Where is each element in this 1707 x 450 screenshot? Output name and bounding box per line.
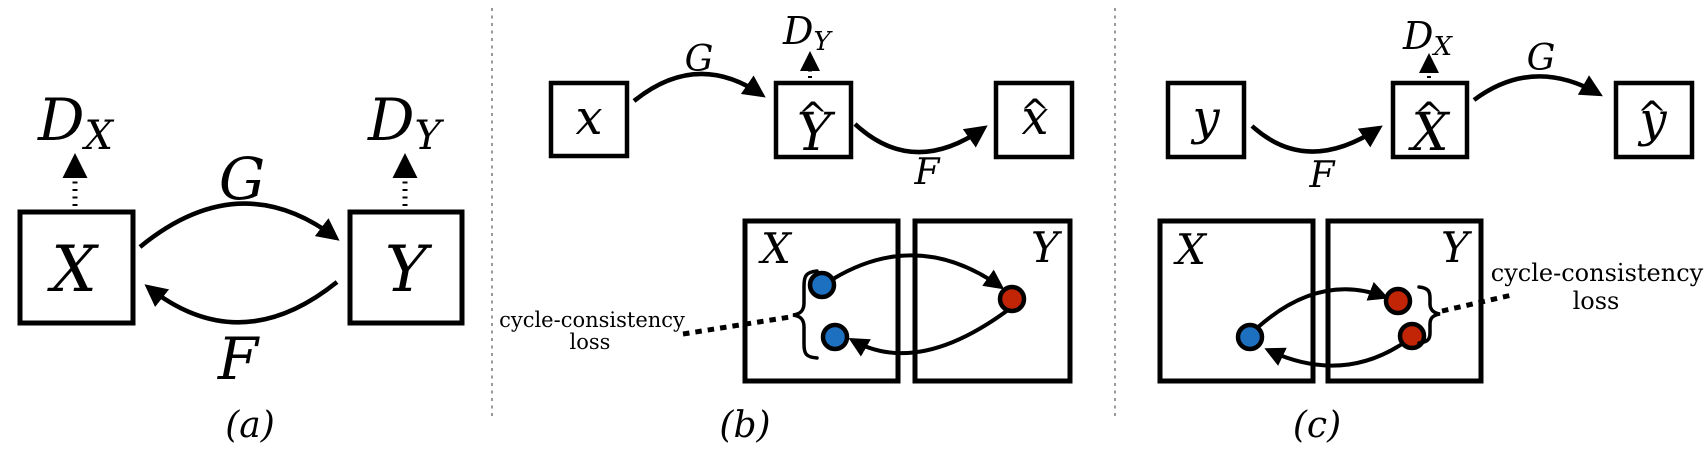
sample-y-box (1165, 80, 1247, 160)
cycle-consistency-text: cycle-consistency (1491, 259, 1704, 287)
generator-f-label: F (217, 325, 260, 393)
yhat-hat-accent: ^ (1637, 95, 1667, 136)
domain-x-box (17, 209, 136, 326)
loss-text: loss (1573, 287, 1620, 315)
domain-x-letter: X (46, 233, 99, 307)
sample-x-letter: x (575, 90, 602, 146)
generator-g-arrow (138, 201, 340, 249)
forward-translation-arc (831, 253, 1005, 290)
loss-text: loss (570, 330, 611, 354)
generator-f-arrow (144, 280, 339, 325)
xhat-box (1390, 80, 1470, 160)
sample-x-box (548, 80, 630, 159)
g-mapping-label: G (1527, 38, 1556, 79)
cycle-consistency-text: cycle-consistency (499, 308, 685, 332)
caption-b: (b) (719, 405, 770, 446)
sample-y-letter: y (1190, 90, 1220, 146)
blue-reconstructed-dot (820, 322, 850, 352)
caption-c: (c) (1293, 405, 1341, 446)
yhat-box (1613, 80, 1695, 160)
panel-c: y F X ^ DX G y ^ X Y cycle-consistency l… (1157, 14, 1704, 446)
forward-translation-arc (1264, 342, 1404, 368)
xhat-box (993, 80, 1075, 160)
xhat-hat-accent: ^ (1414, 96, 1444, 137)
f-mapping-arrow (853, 122, 988, 155)
g-mapping-arrow (1472, 74, 1603, 102)
generator-g-label: G (219, 145, 265, 213)
domain-y-box (347, 209, 465, 326)
domain-x-letter: X (758, 224, 793, 273)
cycle-loss-brace (1417, 285, 1441, 345)
panel-a: DX DY X Y G F (a) (17, 86, 465, 446)
domain-y-letter: Y (1441, 223, 1473, 272)
domain-x-letter: X (1173, 225, 1208, 274)
caption-a: (a) (225, 405, 275, 446)
f-mapping-arrow (1250, 124, 1383, 154)
backward-translation-arc (848, 308, 1010, 357)
domain-y-letter: Y (385, 233, 433, 307)
red-reconstructed-dot (1383, 286, 1413, 316)
g-mapping-label: G (685, 39, 714, 80)
domain-x-square (1157, 218, 1316, 384)
blue-sample-dot (807, 270, 837, 300)
cycle-loss-dotted-connector (682, 314, 791, 337)
backward-translation-arc (1255, 281, 1389, 330)
cycle-loss-brace (792, 269, 819, 360)
g-mapping-arrow (632, 71, 766, 103)
red-translated-dot (997, 284, 1027, 314)
domain-y-letter: Y (1031, 223, 1063, 272)
domain-x-square (742, 218, 901, 384)
xhat-hat-accent: ^ (1020, 93, 1050, 134)
f-mapping-label: F (1309, 155, 1337, 196)
yhat-letter: y (1637, 92, 1667, 148)
discriminator-y-label: DY (782, 9, 833, 57)
panel-b: x G Y ^ DY F x ^ X Y cycle-consistency l… (499, 9, 1075, 446)
yhat-box (773, 80, 854, 160)
blue-translated-dot (1235, 322, 1265, 352)
domain-y-square (912, 218, 1073, 384)
xhat-letter: x (1021, 90, 1048, 146)
yhat-letter: Y (797, 103, 836, 163)
f-mapping-label: F (914, 152, 942, 193)
yhat-hat-accent: ^ (798, 96, 828, 137)
xhat-letter: X (1407, 103, 1450, 163)
discriminator-y-label: DY (367, 86, 445, 159)
discriminator-x-label: DX (37, 86, 115, 159)
